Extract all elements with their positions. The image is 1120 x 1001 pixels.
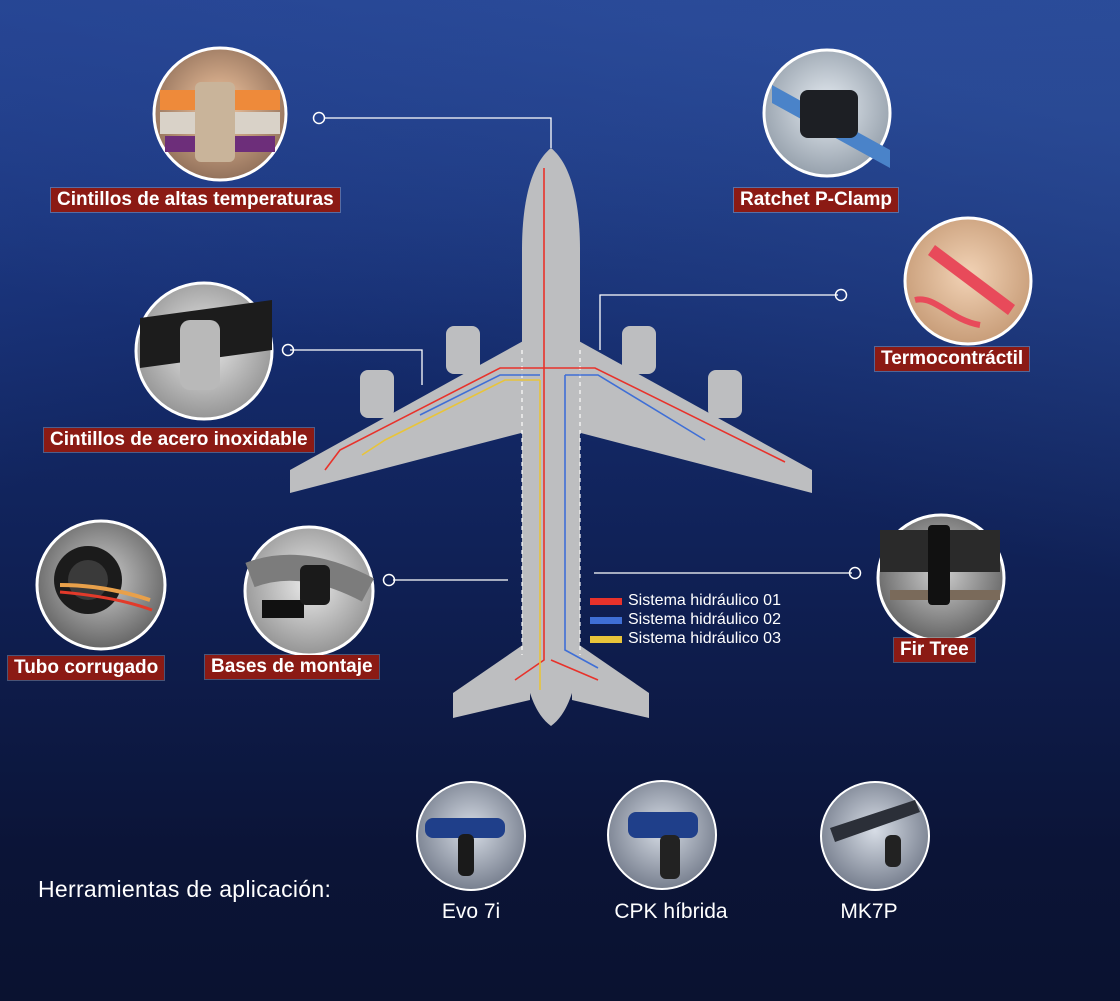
hydraulic-lines — [324, 168, 786, 690]
label-stainless-ties: Cintillos de acero inoxidable — [44, 428, 314, 452]
legend-item-03: Sistema hidráulico 03 — [590, 630, 781, 648]
tool-photos — [416, 780, 930, 891]
tool-label-evo-7i: Evo 7i — [441, 900, 501, 923]
leader-lines — [290, 117, 852, 581]
hydraulic-line-03 — [361, 379, 541, 690]
hydraulic-line-02 — [419, 374, 706, 669]
label-heat-shrink: Termocontráctil — [875, 347, 1030, 371]
fuselage — [522, 148, 580, 726]
component-photos — [35, 46, 1033, 657]
label-mounting-bases: Bases de montaje — [205, 655, 379, 679]
engine-inner-left — [446, 326, 480, 374]
engine-outer-left — [360, 370, 394, 418]
corrugated-tube-photo — [35, 519, 167, 651]
tool-label-mk7p: MK7P — [840, 900, 898, 923]
label-fir-tree: Fir Tree — [894, 638, 975, 662]
tools-heading: Herramientas de aplicación: — [38, 876, 332, 902]
heat-shrink-photo — [903, 216, 1033, 346]
engine-outer-right — [708, 370, 742, 418]
tensioning-tool-photo-cpk — [607, 780, 717, 890]
label-corrugated-tube: Tubo corrugado — [8, 656, 165, 680]
legend-swatch — [590, 635, 622, 643]
legend-swatch — [590, 616, 622, 624]
p-clamp-photo — [762, 48, 892, 178]
tensioning-tool-photo-evo-7i — [416, 781, 526, 891]
legend-item-02: Sistema hidráulico 02 — [590, 611, 781, 629]
label-high-temp-ties: Cintillos de altas temperaturas — [51, 188, 340, 212]
legend-label: Sistema hidráulico 02 — [628, 611, 781, 628]
mounting-base-photo — [243, 525, 375, 657]
legend-item-01: Sistema hidráulico 01 — [590, 592, 781, 610]
stainless-tie-photo — [134, 281, 274, 421]
panel-lines — [521, 350, 581, 655]
engine-inner-right — [622, 326, 656, 374]
leader-endpoints — [281, 111, 862, 587]
left-wing — [290, 340, 525, 493]
tensioning-tool-photo-mk7p — [820, 781, 930, 891]
label-ratchet-pclamp: Ratchet P-Clamp — [734, 188, 899, 212]
tool-label-cpk: CPK híbrida — [614, 900, 728, 923]
hydraulic-line-01 — [324, 168, 786, 681]
fir-tree-photo — [876, 513, 1006, 643]
legend-label: Sistema hidráulico 01 — [628, 592, 781, 609]
cable-tie-photo — [152, 46, 288, 182]
legend-label: Sistema hidráulico 03 — [628, 630, 781, 647]
right-tailplane — [572, 640, 649, 718]
left-tailplane — [453, 640, 530, 718]
legend-swatch — [590, 597, 622, 605]
